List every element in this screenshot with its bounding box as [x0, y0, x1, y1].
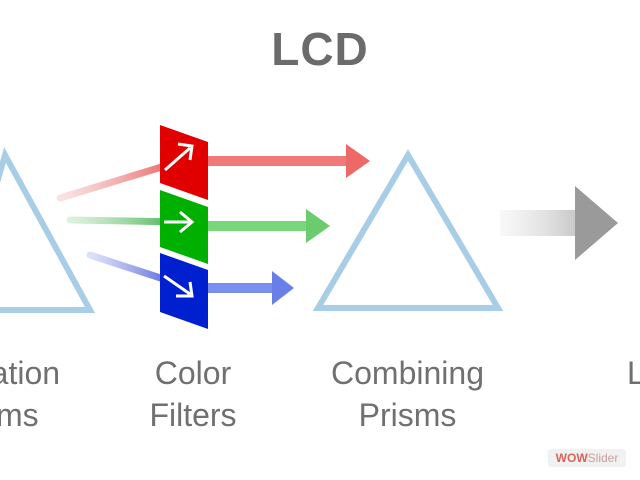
red-filter-icon: [160, 125, 208, 200]
red-beam-in: [56, 158, 182, 202]
color-filters-label-line2: Filters: [149, 397, 237, 433]
lcd-label-partial: L: [627, 355, 640, 391]
separation-prisms-label-line1: ration: [0, 355, 61, 391]
combining-prisms-label-line2: Prisms: [358, 397, 457, 433]
wowslider-watermark[interactable]: WOWSlider: [548, 449, 626, 467]
watermark-part1: WOW: [555, 451, 588, 465]
watermark-part2: Slider: [587, 451, 619, 465]
green-filter-icon: [160, 190, 208, 264]
diagram-title: LCD: [271, 23, 369, 75]
blue-beam-out: [208, 271, 294, 305]
color-filters-label-line1: Color: [154, 355, 232, 391]
red-beam-out: [208, 144, 370, 178]
separation-prism-icon: [0, 147, 96, 313]
separation-prisms-label-line2: sms: [0, 397, 39, 433]
blue-filter-icon: [160, 253, 208, 329]
combining-prisms-label-line1: Combining: [331, 355, 484, 391]
green-beam-out: [208, 209, 330, 243]
combining-prism-icon: [312, 149, 504, 311]
output-arrow-icon: [500, 186, 618, 260]
